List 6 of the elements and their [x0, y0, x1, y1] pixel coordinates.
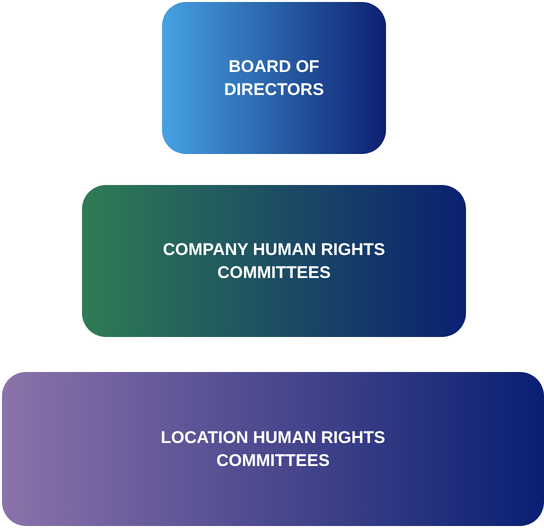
process-box: [2, 372, 544, 526]
box-label: LOCATION HUMAN RIGHTS COMMITTEES: [160, 427, 386, 472]
process-box: [162, 2, 386, 154]
box-label: COMPANY HUMAN RIGHTS COMMITTEES: [162, 239, 386, 284]
box-label: BOARD OF DIRECTORS: [223, 56, 325, 101]
process-box: [82, 185, 466, 337]
